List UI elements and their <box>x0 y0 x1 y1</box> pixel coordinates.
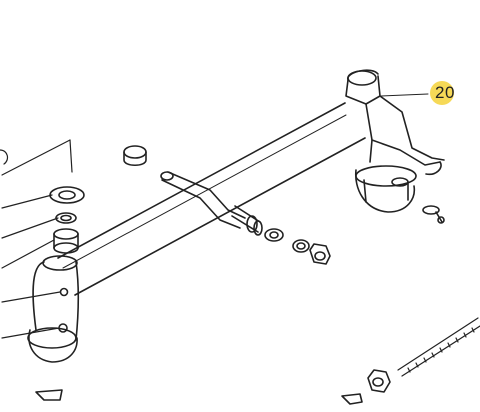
knuckle-bolt <box>422 205 445 224</box>
bottom-nuts <box>35 369 391 405</box>
callout-highlight <box>430 81 454 105</box>
washer-and-nut <box>292 239 331 265</box>
callout-20: 20 <box>428 80 462 106</box>
threaded-rod <box>397 317 480 377</box>
axle-beam <box>57 102 366 296</box>
left-washer-stack <box>49 186 85 254</box>
left-axle-boss <box>27 255 80 363</box>
bushing <box>123 145 147 167</box>
callout-leader-lines <box>0 93 429 339</box>
tie-rod <box>160 171 284 242</box>
callout-number: 20 <box>435 83 455 102</box>
steering-knuckle <box>345 69 445 213</box>
